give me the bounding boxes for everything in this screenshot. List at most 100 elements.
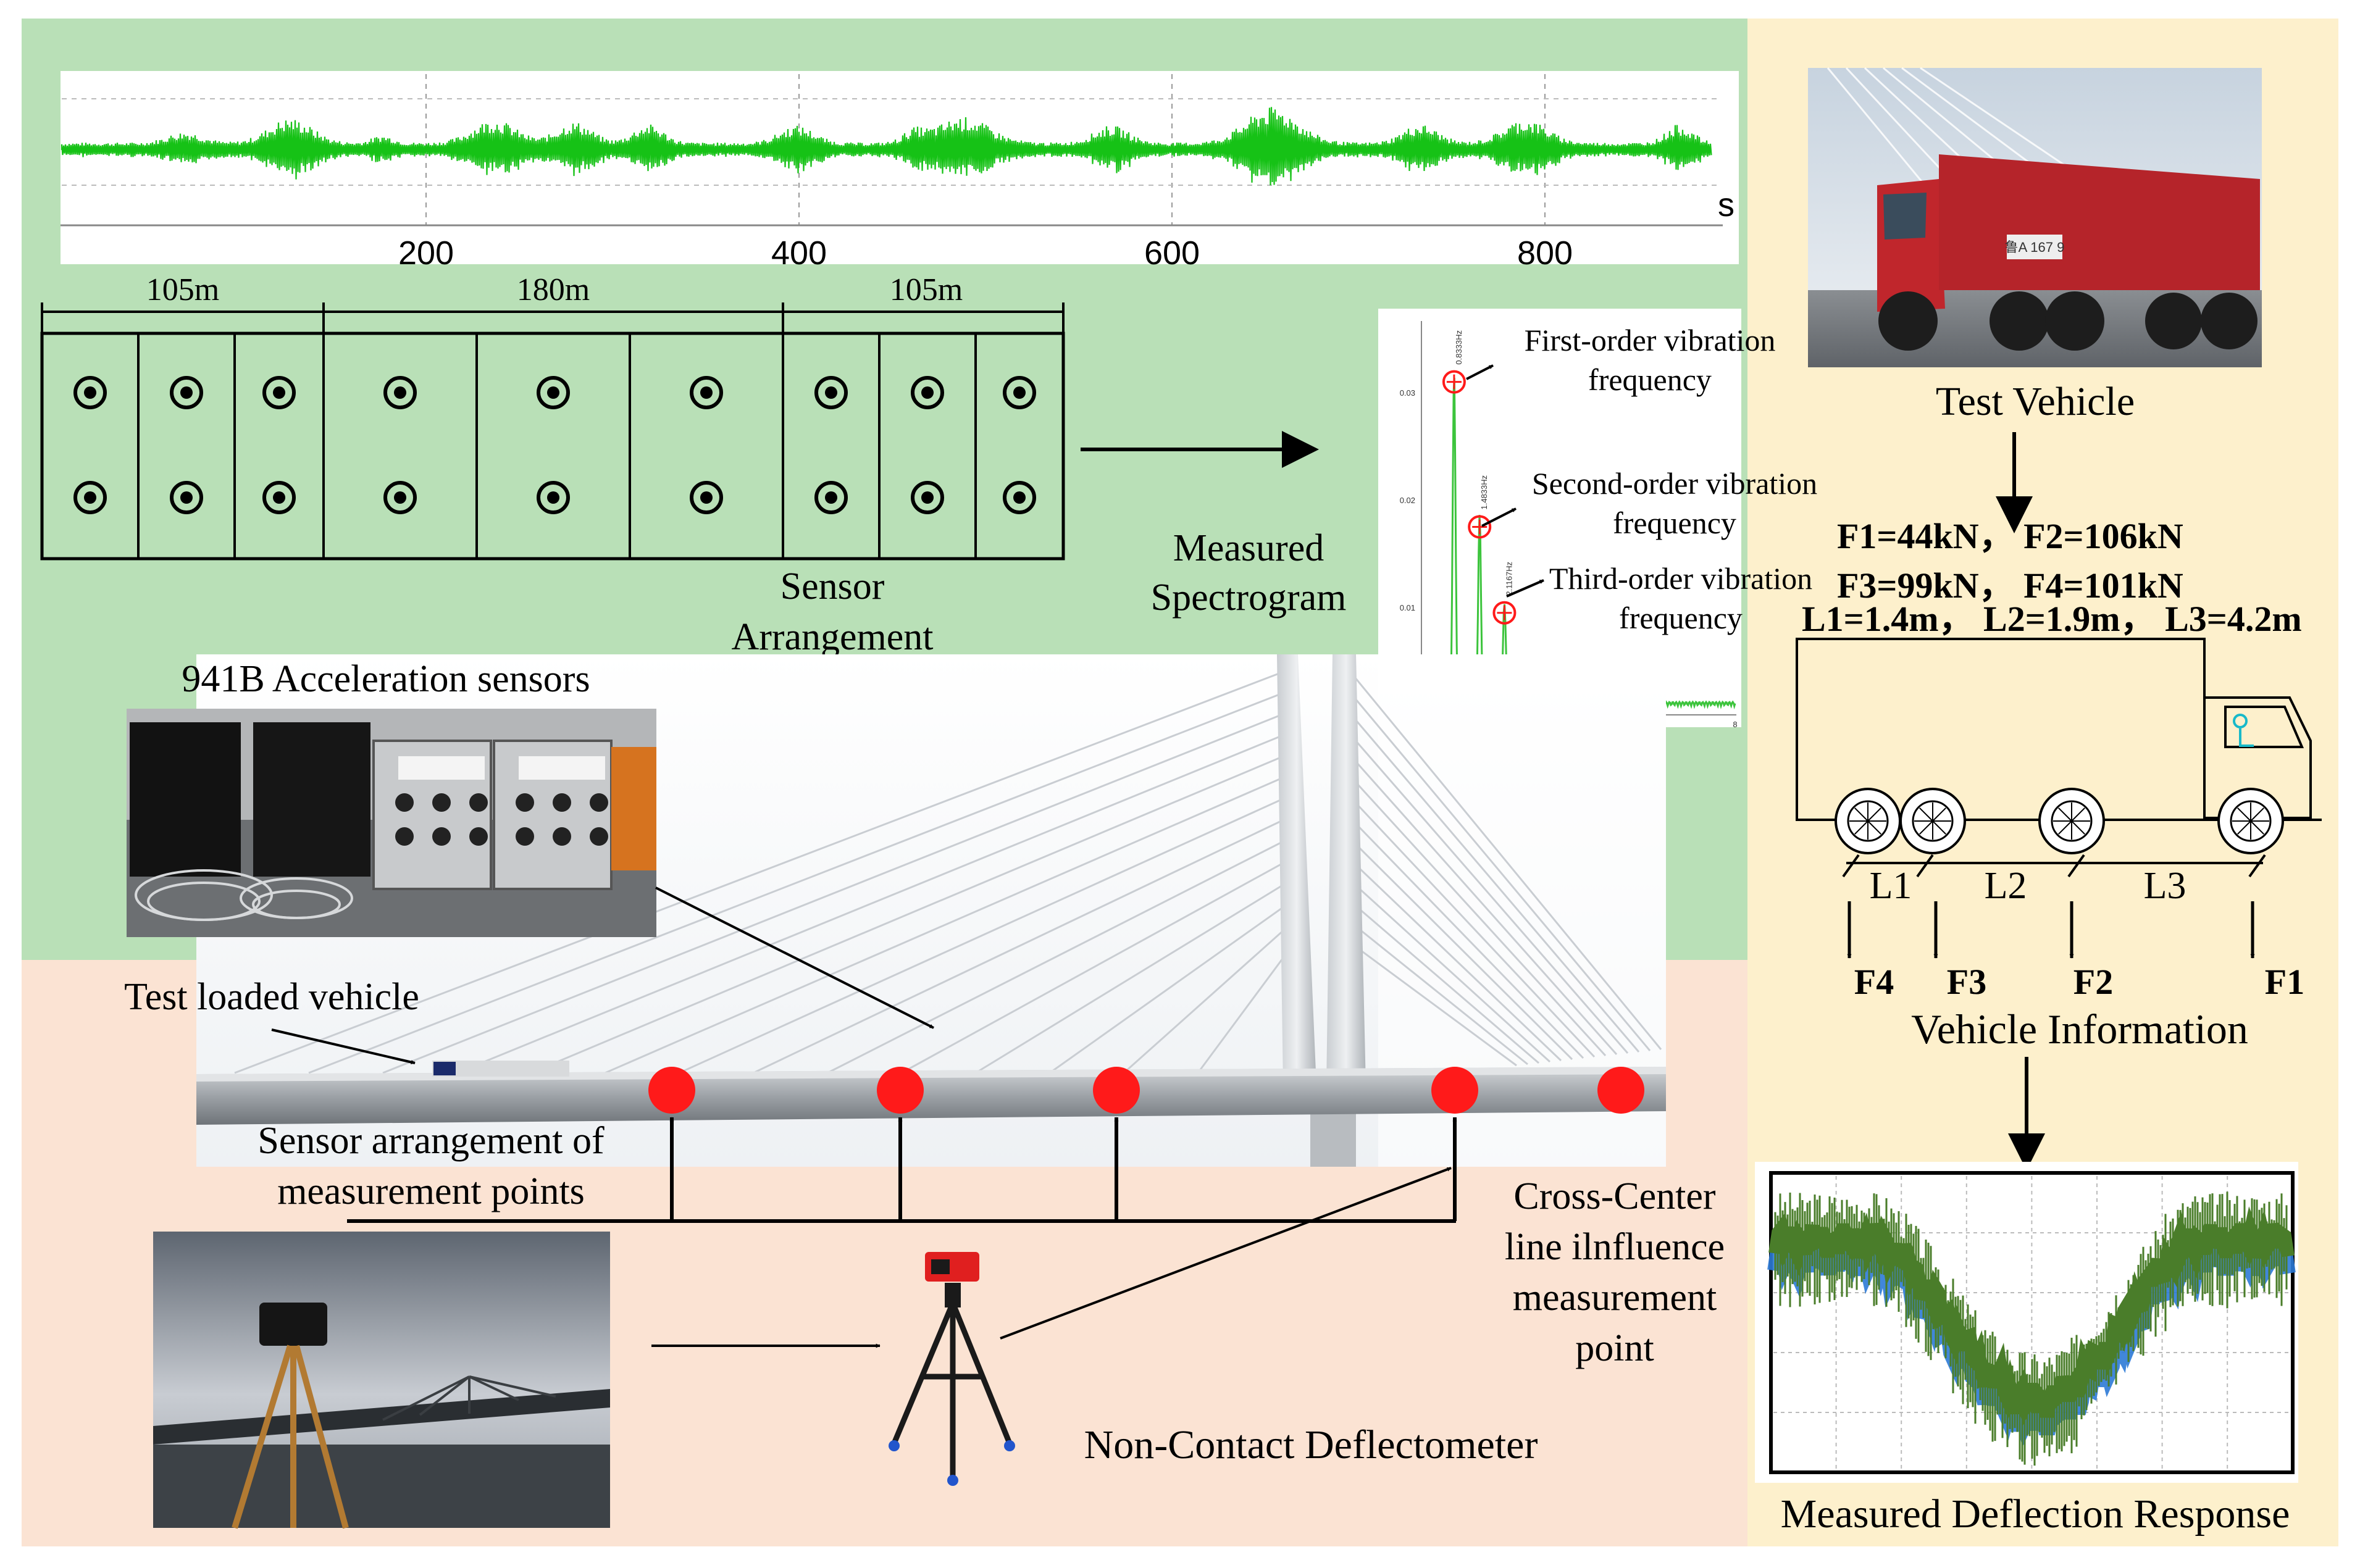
truck-plate-text: 鲁A 167 9: [2005, 240, 2065, 255]
sensor-module: [553, 793, 571, 812]
sensor-symbol: [383, 376, 417, 409]
sensor-arrangement-diagram: 105m 180m 105m Sensor Arrangement: [40, 272, 1319, 658]
sensor-module: [395, 827, 414, 846]
deflectometer-lens: [931, 1259, 950, 1274]
time-history-tick-label: 400: [771, 235, 827, 272]
measurement-point: [648, 1067, 695, 1114]
stay-cable: [1345, 812, 1584, 1059]
time-history-tick-label: 200: [398, 235, 454, 272]
sensor-case-label: [398, 756, 485, 780]
sensor-module: [590, 827, 608, 846]
stay-cable: [1345, 896, 1539, 1064]
sensor-symbol: [262, 376, 296, 409]
sensor-modules: [395, 756, 608, 846]
test-vehicle-photo: 鲁A 167 9 Test Vehicle: [1808, 67, 2262, 533]
stay-cable: [1345, 708, 1640, 1053]
vehicle-wheel-hub: [1847, 800, 1889, 842]
field-photo-bridge-cables: [382, 1375, 556, 1421]
sensor-module: [432, 793, 451, 812]
measurement-points-label-1: Sensor arrangement of: [257, 1120, 605, 1162]
stay-cable: [382, 707, 1297, 1074]
third-order-label-1: Third-order vibration: [1549, 561, 1812, 596]
pylon-right-leg: [1326, 654, 1366, 1086]
sensor-module: [516, 793, 534, 812]
deflection-plot-axes: [1769, 1171, 2295, 1474]
cross-center-label-1: Cross-Center: [1513, 1175, 1716, 1217]
stay-cable: [901, 854, 1297, 1074]
tripod-foot: [889, 1440, 900, 1451]
vehicle-wheel-spoke: [2058, 820, 2072, 835]
measurement-point: [1093, 1067, 1140, 1114]
field-photo-water: [153, 1445, 610, 1528]
cross-center-label-3: measurement: [1513, 1277, 1717, 1319]
vehicle-wheel-spoke: [2071, 807, 2085, 822]
span-label-middle: 180m: [517, 272, 590, 307]
peak-marker: [1492, 601, 1517, 625]
sensor-symbol: [690, 481, 723, 514]
vehicle-wheel-spoke: [2237, 807, 2251, 822]
spectrum-y-tick: 0.01: [1400, 603, 1415, 612]
measurement-point: [1597, 1067, 1644, 1114]
deck-plan-outline: [40, 332, 1065, 561]
spectrum-y-tick: 0.03: [1400, 388, 1415, 398]
spacing-L3-label: L3: [2144, 865, 2186, 907]
spectrum-x-tick: 8: [1733, 720, 1737, 729]
sensor-symbol: [690, 376, 723, 409]
sensor-symbol-dot: [825, 386, 837, 399]
stay-cable: [1345, 770, 1607, 1057]
vehicle-wheel-spoke: [1932, 820, 1946, 835]
sensor-symbol-dot: [921, 491, 934, 504]
vehicle-wheel-spoke: [2250, 820, 2264, 835]
stay-cable: [1345, 875, 1551, 1063]
sensor-symbol-dot: [180, 491, 193, 504]
force-F2-label: F2: [2073, 962, 2113, 1002]
sensor-symbol: [537, 481, 570, 514]
vehicle-wheel-spoke: [1867, 807, 1881, 822]
sensor-case-label: [519, 756, 605, 780]
sensor-symbol: [170, 481, 203, 514]
stay-cable: [234, 665, 1297, 1074]
axle-loads-line-2: F3=99kN， F4=101kN: [1837, 565, 2183, 606]
vehicle-wheel-spoke: [2058, 807, 2072, 822]
stay-cable: [308, 686, 1297, 1074]
loaded-vehicle-pointer: [271, 1028, 416, 1064]
stay-cable: [1345, 833, 1573, 1061]
second-order-label-1: Second-order vibration: [1532, 466, 1817, 501]
sensor-module: [553, 827, 571, 846]
stay-cable: [1345, 750, 1618, 1055]
sensor-symbol-dot: [700, 386, 713, 399]
second-order-label-2: frequency: [1613, 506, 1736, 540]
stay-cable: [1345, 687, 1651, 1051]
measurement-point: [877, 1067, 924, 1114]
pylon-left-leg: [1277, 654, 1316, 1086]
measurement-point: [1431, 1067, 1478, 1114]
sensor-symbol-dot: [700, 491, 713, 504]
peak-frequency-label: 0.8333Hz: [1454, 330, 1463, 365]
stay-cable: [975, 875, 1297, 1074]
vehicle-wheel-hub: [2230, 800, 2272, 842]
sensor-symbol-dot: [1013, 386, 1026, 399]
field-photo-deflectometer: [259, 1303, 327, 1346]
force-F3-label: F3: [1947, 962, 1986, 1002]
loaded-vehicle-cab: [433, 1062, 456, 1075]
time-history-x-unit: s: [1718, 186, 1734, 223]
vehicle-wheel-spoke: [1867, 820, 1881, 835]
deflectometer-caption: Non-Contact Deflectometer: [1084, 1422, 1538, 1467]
sensor-symbol: [1003, 376, 1036, 409]
vehicle-driver-icon: [2233, 714, 2254, 747]
spacing-L2-label: L2: [1985, 865, 2027, 907]
time-history-plot-area: [61, 71, 1739, 264]
time-history-tick-label: 800: [1517, 235, 1573, 272]
force-F4-label: F4: [1854, 962, 1894, 1002]
sensor-module: [469, 827, 488, 846]
stay-cable: [753, 812, 1297, 1074]
deflectometer-tripod: [891, 1306, 1013, 1475]
deflection-trace-noise: [1774, 1191, 2288, 1466]
truck-windshield: [1883, 193, 1927, 240]
sensor-symbol: [262, 481, 296, 514]
sensor-symbol-dot: [273, 386, 285, 399]
sensors-to-bridge-pointer: [655, 886, 934, 1029]
